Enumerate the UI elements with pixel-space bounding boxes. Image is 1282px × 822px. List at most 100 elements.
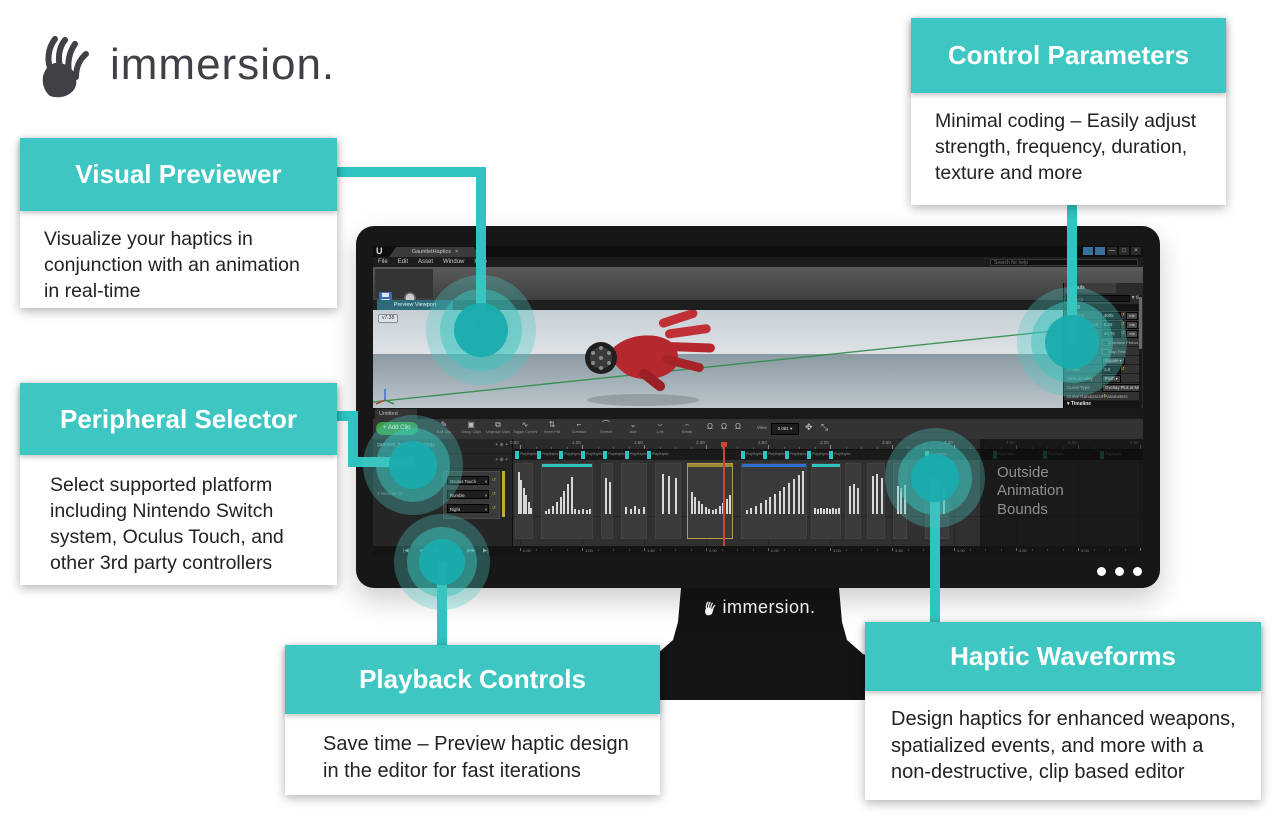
robot-hand — [585, 310, 715, 406]
clip-start-marker[interactable] — [537, 451, 541, 459]
bottom-ruler-label: 3.50 — [895, 548, 903, 553]
haptic-clip[interactable] — [867, 463, 885, 539]
clip-start-marker[interactable] — [559, 451, 563, 459]
transform-tool-icon[interactable]: ⤡ — [821, 422, 829, 432]
haptic-clip[interactable] — [515, 463, 533, 539]
waveform-bar — [838, 508, 840, 514]
clip-start-marker[interactable] — [581, 451, 585, 459]
tool-invert-pat[interactable]: ⇅Invert Pat — [543, 420, 561, 434]
magnet-icon[interactable]: Ω — [721, 422, 727, 431]
magnet-icon[interactable]: Ω — [707, 422, 713, 431]
device-dropdown-rumble[interactable]: Rumble▾ — [447, 490, 489, 499]
immersion-logo: immersion. — [38, 32, 335, 98]
waveform-bar — [708, 509, 711, 514]
tool-add[interactable]: ⌄Add — [629, 420, 637, 434]
document-tab[interactable]: GauntletHaptics × — [389, 247, 481, 257]
select-curve-type[interactable]: Overlay Plus at Minus One ▾ — [1102, 384, 1141, 392]
ruler-label: 1.00 — [572, 440, 581, 445]
waveform-bar — [835, 509, 837, 514]
waveform-bar — [802, 471, 805, 514]
callout-control-parameters: Control Parameters Minimal coding – Easi… — [911, 18, 1226, 205]
details-row: Curve Randomize Parameters↺ — [1064, 392, 1141, 401]
clip-start-marker[interactable] — [625, 451, 629, 459]
bottom-ruler-label: 4.00 — [957, 548, 965, 553]
bottom-ruler-label: 4.50 — [1019, 548, 1027, 553]
transport-button[interactable]: |◀ — [403, 547, 409, 554]
clip-name-label: PlayHaptic — [768, 452, 785, 456]
haptic-clip[interactable] — [687, 463, 733, 539]
magnet-icon[interactable]: Ω — [735, 422, 741, 431]
haptic-clip[interactable] — [655, 463, 681, 539]
clip-start-marker[interactable] — [741, 451, 745, 459]
menu-item-window[interactable]: Window — [443, 259, 465, 265]
waveform-bar — [661, 474, 664, 514]
waveform-bar — [697, 501, 700, 514]
maximize-button[interactable]: □ — [1119, 247, 1129, 255]
close-button[interactable]: × — [1131, 247, 1141, 255]
device-dropdown-oculus-touch[interactable]: Oculus Touch▾ — [447, 476, 489, 485]
details-scrollbar[interactable] — [1139, 295, 1142, 405]
tool-link[interactable]: ⌣Link — [656, 420, 664, 434]
preview-viewport-tab[interactable]: Preview Viewport — [377, 300, 453, 310]
menu-item-asset[interactable]: Asset — [418, 259, 434, 265]
tool-ungroup-clips[interactable]: ⧉Ungroup Clips — [485, 420, 511, 434]
callout-body: Save time – Preview haptic design in the… — [323, 733, 629, 782]
input-phase[interactable]: 1.8 — [1102, 366, 1121, 374]
waveform-bar — [725, 499, 728, 514]
clip-start-marker[interactable] — [603, 451, 607, 459]
waveform-bar — [880, 478, 883, 514]
clip-start-marker[interactable] — [647, 451, 651, 459]
close-tab-icon[interactable]: × — [454, 249, 459, 255]
bottom-ruler-label: 2.50 — [771, 548, 779, 553]
details-section-timeline[interactable]: ▾ Timeline — [1064, 401, 1141, 408]
clip-start-marker[interactable] — [785, 451, 789, 459]
waveform-bar — [694, 497, 697, 514]
hotspot-peripheral-selector — [363, 415, 463, 515]
tool-edit-clip[interactable]: ✎Edit Clip — [436, 420, 452, 434]
bottom-ruler-label: 2.00 — [709, 548, 717, 553]
minimize-button[interactable]: — — [1107, 247, 1117, 255]
clip-name-label: PlayHaptic — [564, 452, 581, 456]
filter-gear-icons[interactable]: ▼⚙ — [1130, 295, 1140, 301]
haptic-clip[interactable] — [845, 463, 861, 539]
settings-icon[interactable] — [1095, 247, 1105, 255]
tool-contract[interactable]: ⌐Contract — [571, 420, 587, 434]
waveform-bar — [609, 482, 611, 514]
clip-start-marker[interactable] — [807, 451, 811, 459]
waveform-bar — [718, 506, 721, 514]
timeline-tab[interactable]: Untitled — [375, 409, 417, 419]
clip-name-label: PlayHaptic — [812, 452, 829, 456]
view-zoom-select[interactable]: 0.081 ▾ — [771, 423, 799, 435]
tool-break[interactable]: ⌢Break — [682, 420, 692, 434]
clip-start-marker[interactable] — [763, 451, 767, 459]
help-search-input[interactable]: Search for help — [990, 258, 1138, 266]
clip-name-label: PlayHaptic — [608, 452, 625, 456]
haptic-clip[interactable] — [601, 463, 613, 539]
haptic-clip[interactable] — [741, 463, 807, 539]
haptic-clip[interactable] — [541, 463, 593, 539]
menu-item-edit[interactable]: Edit — [397, 259, 409, 265]
haptic-clip[interactable] — [621, 463, 647, 539]
playhead[interactable] — [721, 442, 727, 546]
callout-visual-previewer: Visual Previewer Visualize your haptics … — [20, 138, 337, 308]
device-dropdown-right[interactable]: Right▾ — [447, 504, 489, 513]
layout-icon[interactable] — [1083, 247, 1093, 255]
callout-title: Playback Controls — [285, 645, 660, 714]
unreal-logo-icon: U — [376, 246, 383, 256]
clip-start-marker[interactable] — [515, 451, 519, 459]
tool-group-clips[interactable]: ▣Group Clips — [460, 420, 482, 434]
tool-toggle-curves[interactable]: ∿Toggle Curves — [512, 420, 538, 434]
transport-button[interactable]: ▶| — [483, 547, 489, 554]
waveform-bar — [896, 486, 899, 514]
select-directionality[interactable]: Push ▾ — [1102, 375, 1121, 383]
clip-start-marker[interactable] — [829, 451, 833, 459]
hotspot-playback-controls — [394, 514, 490, 610]
tool-stretch[interactable]: ⌒Stretch — [599, 420, 613, 434]
viewport-tab-row — [373, 300, 1143, 310]
stand-brand: immersion. — [608, 597, 912, 618]
transform-tool-icon[interactable]: ✥ — [805, 422, 813, 432]
waveform-bar — [589, 509, 592, 514]
menu-item-file[interactable]: File — [378, 259, 388, 265]
haptic-clip[interactable] — [811, 463, 841, 539]
